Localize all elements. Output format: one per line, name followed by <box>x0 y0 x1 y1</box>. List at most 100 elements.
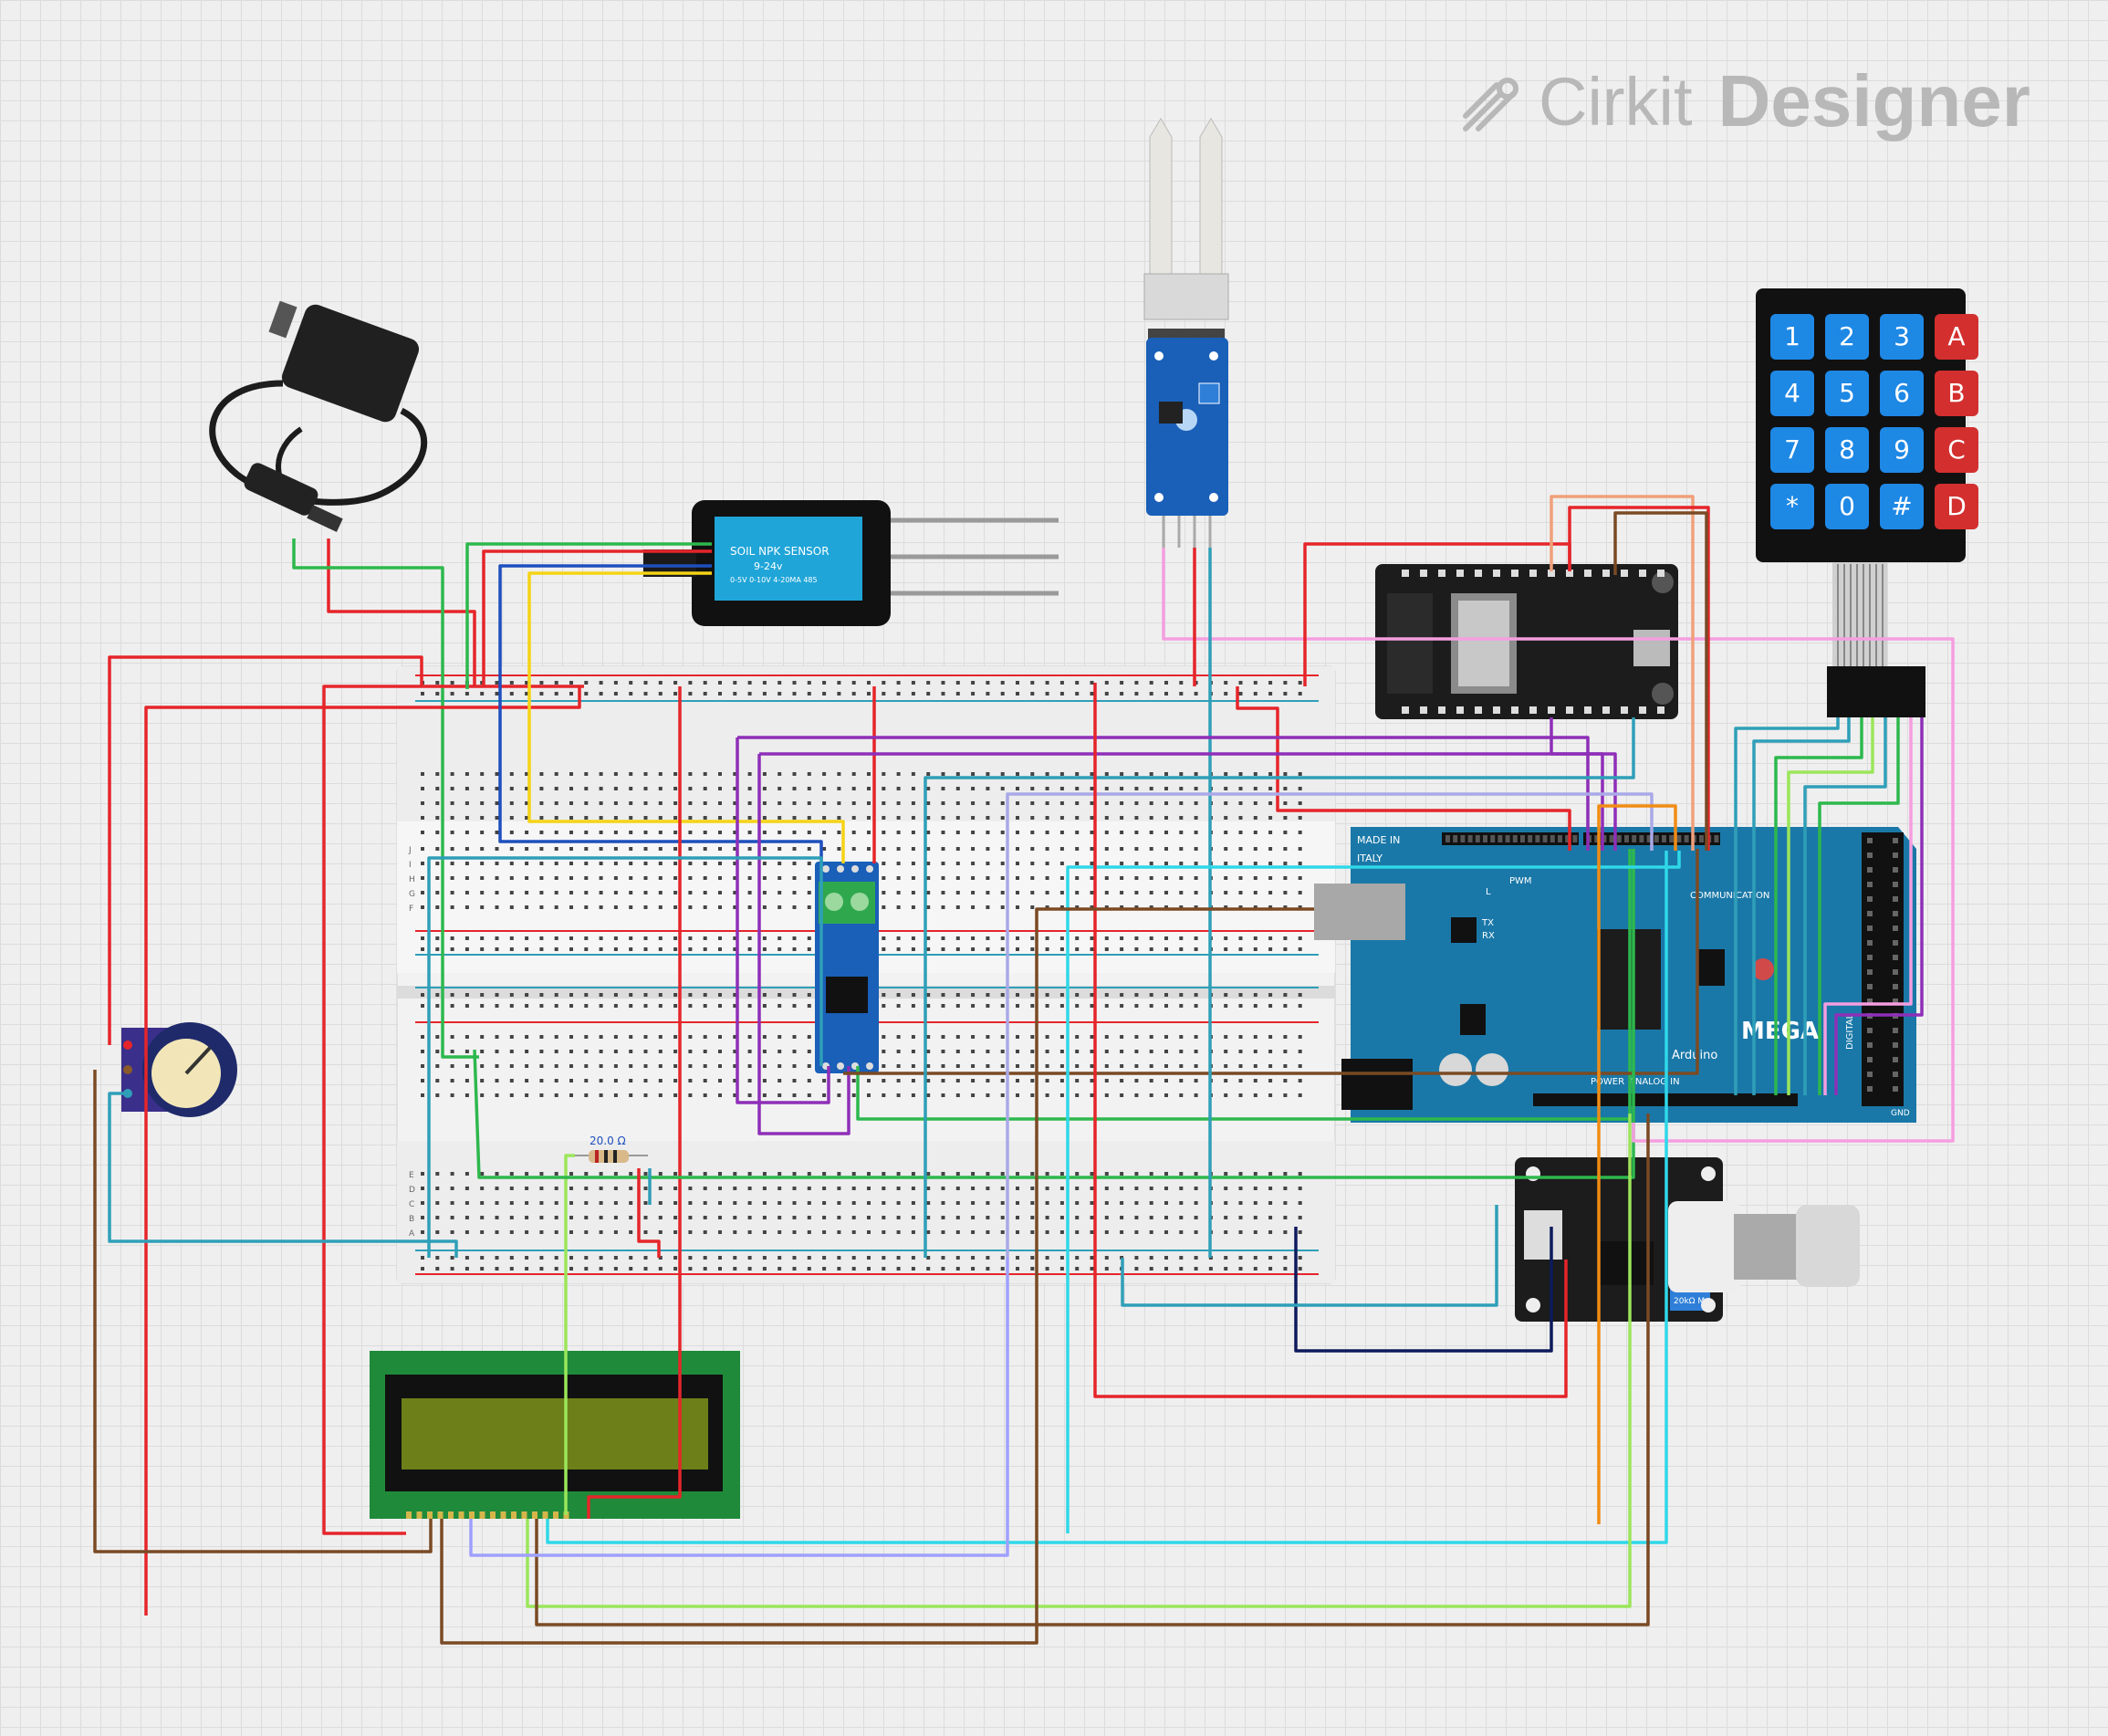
wire <box>1294 1227 1553 1353</box>
wire <box>1774 717 1863 1095</box>
wire <box>1734 717 1840 1095</box>
svg-text:#: # <box>1891 491 1912 521</box>
breadboard-row-letter: J <box>408 846 412 855</box>
svg-text:5: 5 <box>1839 378 1855 408</box>
wire <box>527 571 845 863</box>
keypad-key[interactable]: 4 <box>1770 371 1814 416</box>
arduino-analog-label: ANALOG IN <box>1629 1077 1680 1087</box>
keypad-key[interactable]: A <box>1935 314 1978 360</box>
wire <box>1597 804 1677 1524</box>
wire <box>473 849 1635 1179</box>
arduino-country: ITALY <box>1357 852 1383 864</box>
wire <box>427 856 823 1258</box>
arduino-tx-label: TX <box>1481 918 1494 928</box>
wire <box>546 851 1668 1544</box>
wire <box>1818 717 1900 1095</box>
wire <box>1066 851 1681 1533</box>
keypad-key[interactable]: D <box>1935 484 1978 529</box>
breadboard-row-letter: D <box>409 1186 415 1195</box>
breadboard-row-letter: B <box>409 1215 414 1224</box>
svg-text:3: 3 <box>1894 321 1910 351</box>
svg-text:C: C <box>1947 434 1966 465</box>
svg-text:0: 0 <box>1839 491 1855 521</box>
keypad-key[interactable]: 7 <box>1770 427 1814 473</box>
svg-text:*: * <box>1786 491 1799 521</box>
brand-logo: Cirkit Designer <box>1460 60 2030 142</box>
keypad-key[interactable]: 3 <box>1880 314 1924 360</box>
brand-name-bold: Designer <box>1717 60 2030 141</box>
wire <box>737 736 1590 851</box>
wire <box>144 686 581 1616</box>
power-adapter <box>209 300 428 532</box>
breadboard-row-letter: G <box>409 890 415 899</box>
arduino-made-in: MADE IN <box>1357 834 1400 846</box>
keypad-key[interactable]: 5 <box>1825 371 1869 416</box>
brand-name-light: Cirkit <box>1539 63 1693 140</box>
wire <box>1236 686 1571 851</box>
wire <box>93 1070 433 1553</box>
wire <box>1121 1205 1498 1307</box>
wire <box>327 539 476 686</box>
wire <box>759 752 1604 851</box>
wire <box>587 686 682 1519</box>
wire <box>564 1154 575 1515</box>
wire <box>1568 506 1710 851</box>
breadboard-row-letter: I <box>409 861 412 870</box>
npk-title: SOIL NPK SENSOR <box>730 545 830 558</box>
svg-text:8: 8 <box>1839 434 1855 465</box>
wire <box>1006 792 1654 1258</box>
keypad-key[interactable]: 8 <box>1825 427 1869 473</box>
esp32-board <box>1375 564 1678 719</box>
wire <box>736 737 830 1104</box>
keypad-key[interactable]: * <box>1770 484 1814 529</box>
wire <box>482 549 712 686</box>
potentiometer <box>121 1022 237 1117</box>
wire <box>535 1114 1650 1626</box>
svg-text:2: 2 <box>1839 321 1855 351</box>
keypad-key[interactable]: 1 <box>1770 314 1814 360</box>
wire <box>292 539 479 1059</box>
arduino-pwm-label: PWM <box>1509 876 1532 886</box>
wires <box>93 495 1955 1645</box>
svg-text:4: 4 <box>1784 378 1800 408</box>
wire <box>108 1092 458 1258</box>
soil-npk-sensor: SOIL NPK SENSOR 9-24v 0-5V 0-10V 4-20MA … <box>643 500 1059 626</box>
wire <box>637 1168 661 1258</box>
wire <box>1752 717 1851 1095</box>
keypad-key[interactable]: # <box>1880 484 1924 529</box>
rs485-module <box>815 862 879 1073</box>
wire <box>498 564 823 863</box>
svg-text:B: B <box>1947 378 1965 408</box>
lcd-16x2 <box>370 1351 740 1519</box>
wire <box>1823 717 1913 1095</box>
keypad-key[interactable]: C <box>1935 427 1978 473</box>
wire <box>465 542 712 689</box>
wire <box>1162 548 1955 1143</box>
svg-text:7: 7 <box>1784 434 1800 465</box>
npk-voltage: 9-24v <box>754 560 783 572</box>
arduino-rx-label: RX <box>1482 931 1495 941</box>
wire <box>1787 717 1874 1095</box>
arduino-l-label: L <box>1486 887 1491 897</box>
ph-module-label: 20kΩ M <box>1674 1297 1705 1306</box>
arduino-digital-label: DIGITAL <box>1845 1013 1855 1050</box>
keypad-key[interactable]: B <box>1935 371 1978 416</box>
keypad-key[interactable]: 9 <box>1880 427 1924 473</box>
resistor: 20.0 Ω <box>570 1135 648 1163</box>
wire <box>1613 511 1708 851</box>
wire <box>322 685 584 1535</box>
keypad-key[interactable]: 0 <box>1825 484 1869 529</box>
keypad-key[interactable]: 6 <box>1880 371 1924 416</box>
arduino-comm-label: COMMUNICATION <box>1690 891 1769 901</box>
npk-spec: 0-5V 0-10V 4-20MA 485 <box>730 576 818 584</box>
wire <box>924 717 1635 1258</box>
keypad-key[interactable]: 2 <box>1825 314 1869 360</box>
wire <box>526 1114 1632 1608</box>
svg-text:6: 6 <box>1894 378 1910 408</box>
arduino-sub: Arduino <box>1672 1049 1717 1062</box>
wire <box>469 1258 1009 1557</box>
soil-moisture-sensor <box>1143 118 1229 548</box>
wire <box>1834 717 1924 1095</box>
